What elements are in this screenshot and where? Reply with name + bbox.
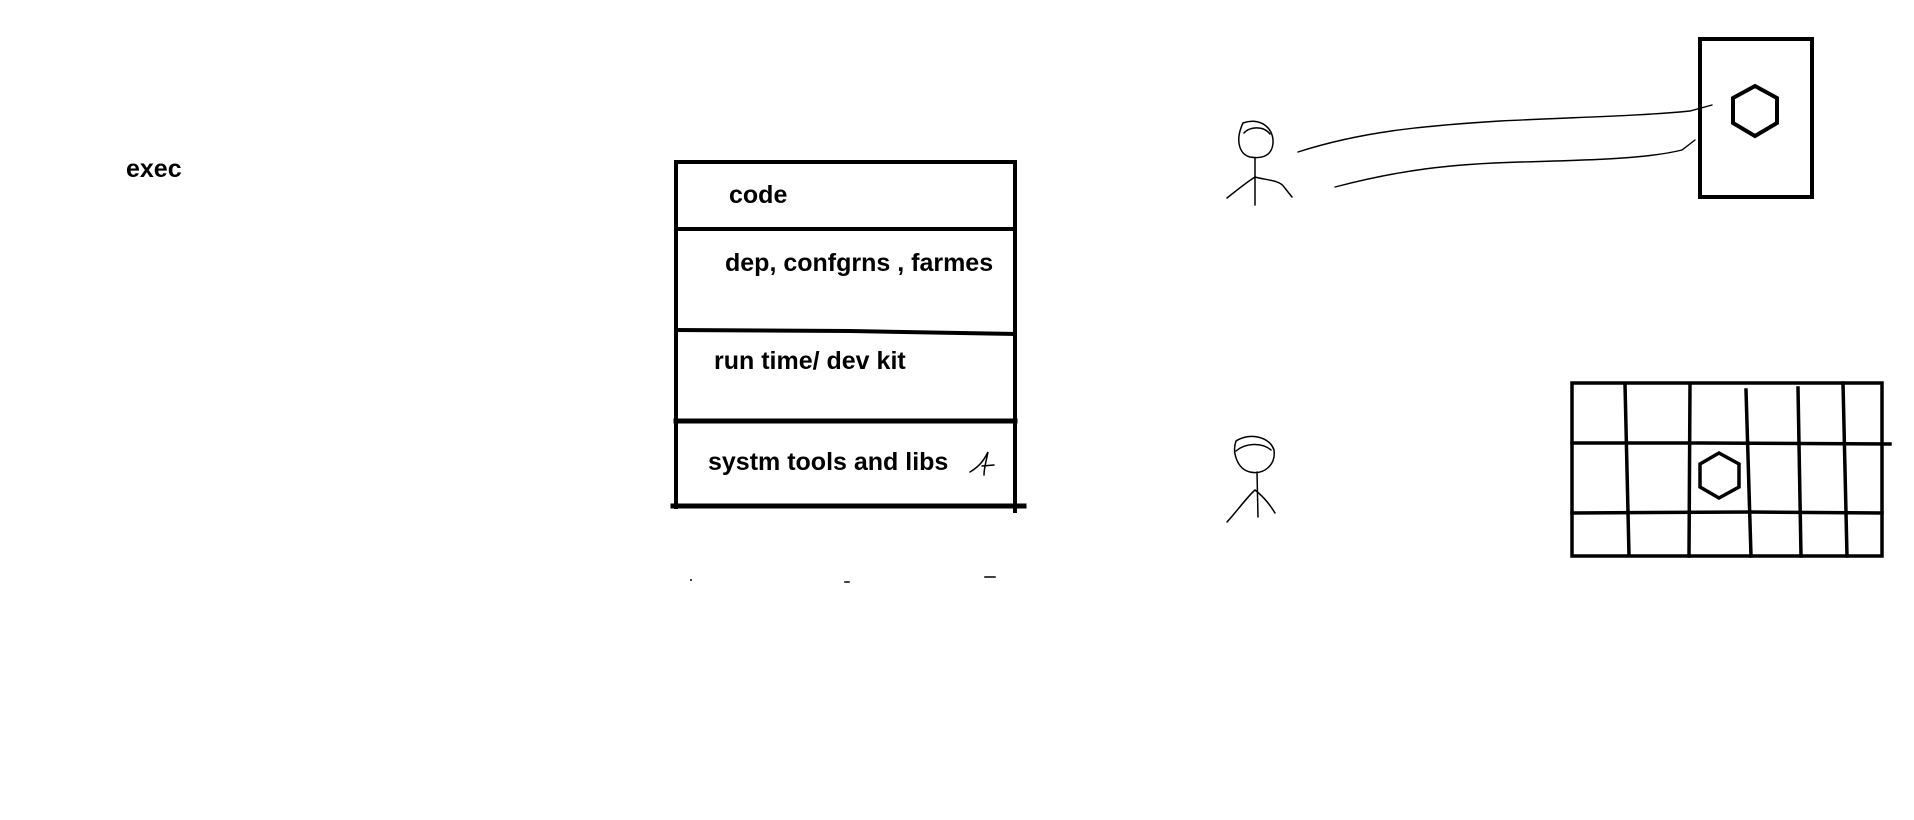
grid-col-line (1687, 382, 1692, 558)
stack-layer-runtime-label: run time/ dev kit (714, 347, 906, 375)
hexagon-icon (1731, 83, 1779, 139)
figure-body (1256, 471, 1259, 518)
grid-border (1570, 381, 1884, 558)
figure-arms (1226, 176, 1293, 199)
grid-row-line (1570, 441, 1892, 446)
stick-figure-icon (1226, 120, 1293, 206)
figure-arms (1226, 489, 1276, 523)
stack-divider-2 (673, 327, 1018, 337)
grid-col-line (1796, 386, 1803, 558)
stack-layer-system-tools-label: systm tools and libs (708, 448, 949, 476)
grid-row-line (1570, 510, 1884, 515)
stack-layer-code-label: code (729, 181, 788, 209)
grid-col-line (1623, 382, 1631, 557)
stack-layer-dependencies-label: dep, confgrns , farmes (725, 249, 994, 277)
figure-head (1233, 435, 1275, 474)
connection-line-upper (1297, 104, 1713, 153)
hexagon-icon (1698, 450, 1741, 501)
host-box-border (1698, 37, 1814, 199)
figure-head (1238, 120, 1274, 159)
software-stack-diagram (670, 160, 1027, 583)
exec-label: exec (126, 155, 182, 183)
connection-line-lower (1334, 139, 1696, 188)
figure-head-scribble (1243, 127, 1271, 135)
scribble-mark (969, 451, 995, 476)
stick-figure-icon (1226, 435, 1276, 523)
stray-mark (690, 579, 692, 581)
single-host-box (1698, 37, 1814, 199)
cluster-grid-box (1570, 381, 1892, 558)
grid-col-line (1841, 381, 1849, 558)
grid-col-line (1744, 388, 1753, 558)
figure-head-scribble (1235, 443, 1272, 452)
connection-lines (1297, 104, 1713, 188)
